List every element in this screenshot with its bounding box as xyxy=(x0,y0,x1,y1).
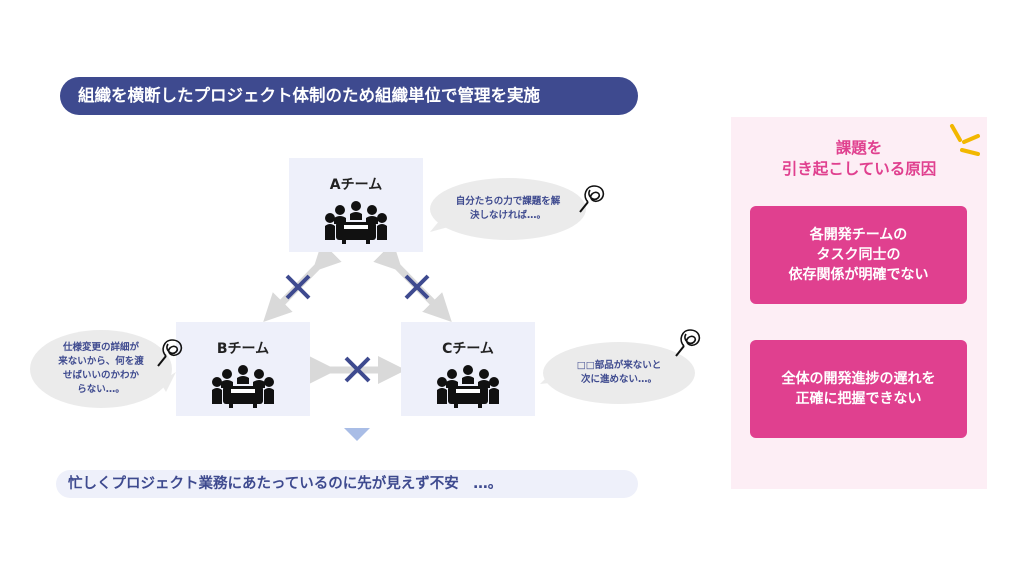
team-b-label: Bチーム xyxy=(216,341,270,357)
cause-box-1: 各開発チームの タスク同士の 依存関係が明確でない xyxy=(750,206,967,304)
speech-bubble-b-text: 仕様変更の詳細が 来ないから、何を渡 せばいいのかわか らない…。 xyxy=(58,342,144,395)
page-title: 組織を横断したプロジェクト体制のため組織単位で管理を実施 xyxy=(60,77,638,115)
meeting-team-icon xyxy=(212,365,274,408)
cross-mark-icon xyxy=(285,274,311,300)
tangled-thought-icon xyxy=(675,329,701,357)
down-triangle-icon xyxy=(344,428,370,441)
speech-bubble-a: 自分たちの力で課題を解 決しなければ…。 xyxy=(430,178,586,240)
team-c-label: Cチーム xyxy=(442,341,494,357)
sparkle-lines-icon xyxy=(950,124,980,156)
tangled-thought-icon xyxy=(579,185,605,213)
cause-box-2-text: 全体の開発進捗の遅れを 正確に把握できない xyxy=(781,371,936,407)
speech-bubble-c-text: □□部品が来ないと 次に進めない…。 xyxy=(576,360,662,385)
cause-panel-title: 課題を 引き起こしている原因 xyxy=(781,139,937,178)
cross-mark-icon xyxy=(344,356,371,383)
speech-bubble-b: 仕様変更の詳細が 来ないから、何を渡 せばいいのかわか らない…。 xyxy=(30,330,172,408)
speech-bubble-a-text: 自分たちの力で課題を解 決しなければ…。 xyxy=(455,196,561,221)
tangled-thought-icon xyxy=(157,339,183,367)
team-c-box: Cチーム xyxy=(401,322,535,416)
cause-box-2: 全体の開発進捗の遅れを 正確に把握できない xyxy=(750,340,967,438)
team-a-box: Aチーム xyxy=(289,158,423,252)
team-b-box: Bチーム xyxy=(176,322,310,416)
speech-bubble-c: □□部品が来ないと 次に進めない…。 xyxy=(543,342,695,404)
meeting-team-icon xyxy=(325,201,387,244)
bottom-message: 忙しくプロジェクト業務にあたっているのに先が見えず不安 …。 xyxy=(56,470,638,498)
meeting-team-icon xyxy=(437,365,499,408)
cross-mark-icon xyxy=(404,274,430,300)
cause-box-1-text: 各開発チームの タスク同士の 依存関係が明確でない xyxy=(788,227,929,283)
team-a-label: Aチーム xyxy=(329,177,383,193)
